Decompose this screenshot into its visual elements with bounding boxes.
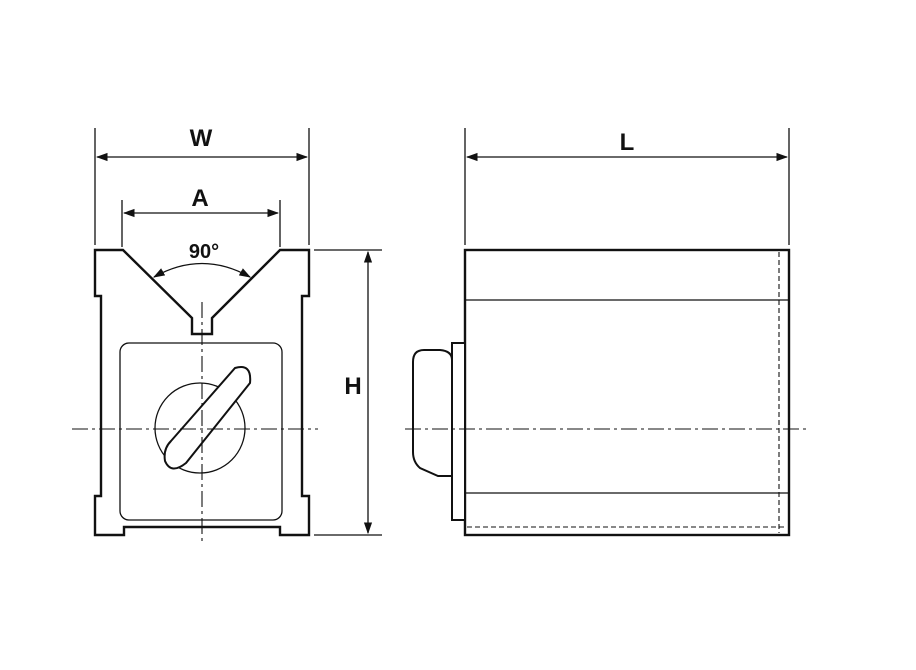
front-outline	[93, 248, 311, 537]
magnet-window	[119, 342, 283, 521]
height-label: H	[344, 373, 361, 400]
angle-label: 90°	[189, 241, 219, 263]
knob-handle-profile	[412, 349, 453, 477]
side-view	[405, 248, 810, 537]
knob-handle	[163, 366, 252, 470]
length-label: L	[620, 129, 635, 156]
height-dimension	[314, 249, 382, 536]
v-opening-label: A	[191, 185, 208, 212]
side-body	[463, 248, 791, 537]
front-view	[72, 248, 318, 545]
v-opening-dimension	[121, 200, 281, 247]
angle-arc	[152, 262, 252, 278]
width-label: W	[190, 125, 213, 152]
knob-base-plate	[451, 342, 466, 521]
knob-disc	[154, 382, 246, 474]
length-dimension	[464, 128, 790, 245]
width-dimension	[94, 128, 310, 245]
